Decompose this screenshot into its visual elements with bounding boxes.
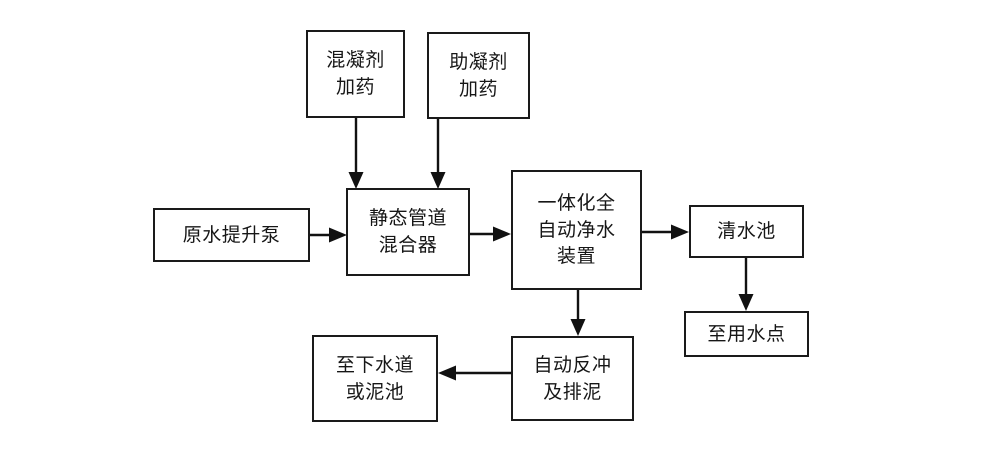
connector-flocculant-to-mixer [430, 119, 446, 189]
connector-purifier-to-clear-water-tank [642, 224, 689, 240]
connector-clear-water-tank-to-use-point [738, 258, 754, 311]
node-label-line: 混凝剂 [326, 49, 385, 72]
node-label-line: 混合器 [378, 234, 438, 256]
node-label-line: 或泥池 [345, 380, 405, 403]
node-label-line: 至用水点 [707, 322, 786, 345]
connector-pump-to-mixer [310, 227, 347, 243]
connector-purifier-to-backwash [570, 290, 586, 336]
node-label-line: 清水池 [717, 220, 776, 243]
node-integrated-auto-water-purifier[interactable]: 一体化全 自动净水 装置 [511, 170, 642, 290]
node-label-line: 加药 [458, 77, 498, 100]
node-label-line: 装置 [556, 245, 596, 268]
node-label-line: 及排泥 [543, 380, 602, 403]
node-label-line: 静态管道 [368, 207, 447, 230]
connector-mixer-to-purifier [470, 226, 511, 242]
node-label-line: 加药 [335, 76, 375, 98]
node-to-sewer-or-sludge-pond[interactable]: 至下水道 或泥池 [312, 335, 438, 422]
node-coagulant-dosing[interactable]: 混凝剂 加药 [306, 30, 405, 118]
node-static-pipe-mixer[interactable]: 静态管道 混合器 [346, 188, 470, 276]
node-label-line: 自动反冲 [533, 353, 612, 376]
node-flocculant-aid-dosing[interactable]: 助凝剂 加药 [427, 32, 530, 119]
node-raw-water-lift-pump[interactable]: 原水提升泵 [153, 208, 310, 262]
node-label-line: 一体化全 [537, 191, 616, 214]
connector-backwash-to-sewer [438, 365, 511, 381]
node-label-line: 自动净水 [537, 218, 616, 241]
node-to-water-use-point[interactable]: 至用水点 [684, 311, 809, 357]
node-auto-backwash-sludge-discharge[interactable]: 自动反冲 及排泥 [511, 336, 634, 421]
node-clear-water-tank[interactable]: 清水池 [689, 205, 804, 258]
node-label-line: 助凝剂 [449, 50, 508, 73]
node-label-line: 至下水道 [335, 353, 414, 376]
connector-coagulant-to-mixer [348, 118, 364, 189]
node-label-line: 原水提升泵 [182, 223, 281, 246]
